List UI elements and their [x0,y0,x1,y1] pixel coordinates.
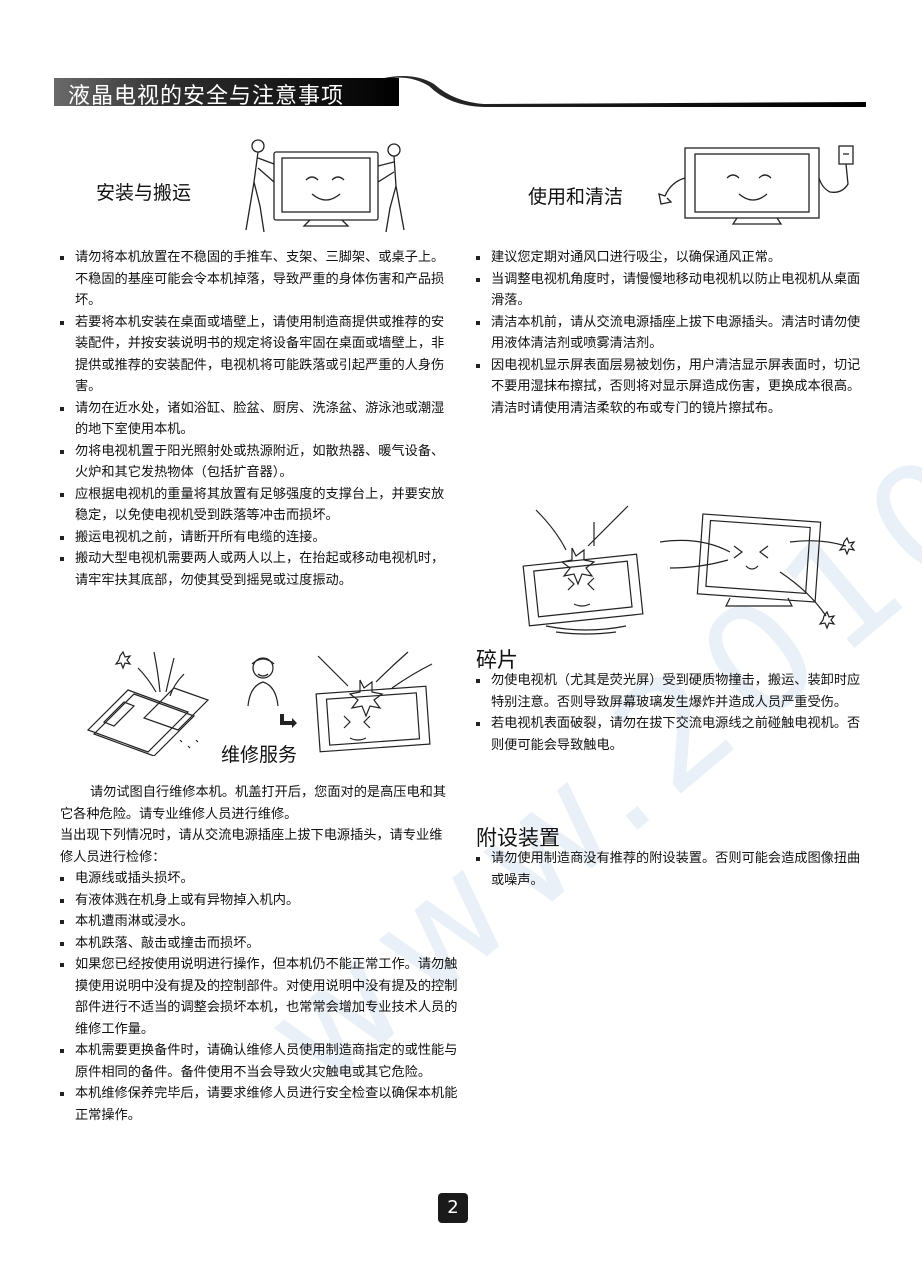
list-item: 搬动大型电视机需要两人或两人以上，在抬起或移动电视机时，请牢牢扶其底部，勿使其受… [60,548,450,591]
tv-plug-illustration [658,145,854,225]
list-item: 搬运电视机之前，请断开所有电缆的连接。 [60,527,450,549]
list-item: 本机跌落、敲击或撞击而损坏。 [60,933,460,955]
shards-list: 勿使电视机（尤其是荧光屏）受到硬质物撞击，搬运、装卸时应特别注意。否则导致屏幕玻… [476,670,864,756]
list-item: 因电视机显示屏表面层易被划伤，用户清洁显示屏表面时，切记不要用湿抹布擦拭，否则将… [476,355,864,420]
page-number: 2 [438,1193,468,1223]
list-item: 本机需要更换备件时，请确认维修人员使用制造商指定的或性能与原件相同的备件。备件使… [60,1040,460,1083]
list-item: 清洁本机前，请从交流电源插座上拔下电源插头。清洁时请勿使用液体清洁剂或喷雾清洁剂… [476,312,864,355]
list-item: 请勿使用制造商没有推荐的附设装置。否则可能会造成图像扭曲或噪声。 [476,848,864,891]
arrow-icon [280,714,297,728]
opened-tv-sparks-illustration [86,650,210,756]
list-item: 有液体溅在机身上或有异物掉入机内。 [60,890,460,912]
header-band [54,76,866,107]
list-item: 勿使电视机（尤其是荧光屏）受到硬质物撞击，搬运、装卸时应特别注意。否则导致屏幕玻… [476,670,864,713]
service-person-icon [247,657,279,707]
accessory-section-title: 附设装置 [476,826,560,850]
list-item: 本机遭雨淋或浸水。 [60,911,460,933]
list-item: 建议您定期对通风口进行吸尘，以确保通风正常。 [476,247,864,269]
cracked-screen-illustration [660,513,856,630]
usage-list: 建议您定期对通风口进行吸尘，以确保通风正常。 当调整电视机角度时，请慢慢地移动电… [476,247,864,419]
accessory-list: 请勿使用制造商没有推荐的附设装置。否则可能会造成图像扭曲或噪声。 [476,848,864,891]
list-item: 请勿将本机放置在不稳固的手推车、支架、三脚架、或桌子上。不稳固的基座可能会令本机… [60,247,450,312]
install-list: 请勿将本机放置在不稳固的手推车、支架、三脚架、或桌子上。不稳固的基座可能会令本机… [60,247,450,591]
list-item: 勿将电视机置于阳光照射处或热源附近，如散热器、暖气设备、火炉和其它发热物体（包括… [60,441,450,484]
repair-intro-2: 当出现下列情况时，请从交流电源插座上拔下电源插头，请专业维修人员进行检修： [60,828,443,865]
list-item: 本机维修保养完毕后，请要求维修人员进行安全检查以确保本机能正常操作。 [60,1083,460,1126]
list-item: 应根据电视机的重量将其放置有足够强度的支撑台上，并要安放稳定，以免使电视机受到跌… [60,484,450,527]
carrying-tv-illustration [245,139,405,233]
page-title: 液晶电视的安全与注意事项 [68,84,345,109]
usage-section-title: 使用和清洁 [528,186,624,208]
list-item: 当调整电视机角度时，请慢慢地移动电视机以防止电视机从桌面滑落。 [476,269,864,312]
repair-list: 电源线或插头损坏。 有液体溅在机身上或有异物掉入机内。 本机遭雨淋或浸水。 本机… [60,868,460,1126]
list-item: 请勿在近水处，诸如浴缸、脸盆、厨房、洗涤盆、游泳池或潮湿的地下室使用本机。 [60,398,450,441]
shards-section-title: 碎片 [476,648,518,672]
list-item: 若要将本机安装在桌面或墙壁上，请使用制造商提供或推荐的安装配件，并按安装说明书的… [60,312,450,398]
broken-tv-illustration [522,505,644,635]
install-section-title: 安装与搬运 [96,182,192,204]
list-item: 电源线或插头损坏。 [60,868,460,890]
repair-section-title: 维修服务 [221,744,298,766]
repair-intro-1: 请勿试图自行维修本机。机盖打开后，您面对的是高压电和其它各种危险。请专业维修人员… [60,785,447,822]
broken-tv-repair-illustration [315,651,433,753]
list-item: 若电视机表面破裂，请勿在拔下交流电源线之前碰触电视机。否则便可能会导致触电。 [476,713,864,756]
list-item: 如果您已经按使用说明进行操作，但本机仍不能正常工作。请勿触摸使用说明中没有提及的… [60,954,460,1040]
